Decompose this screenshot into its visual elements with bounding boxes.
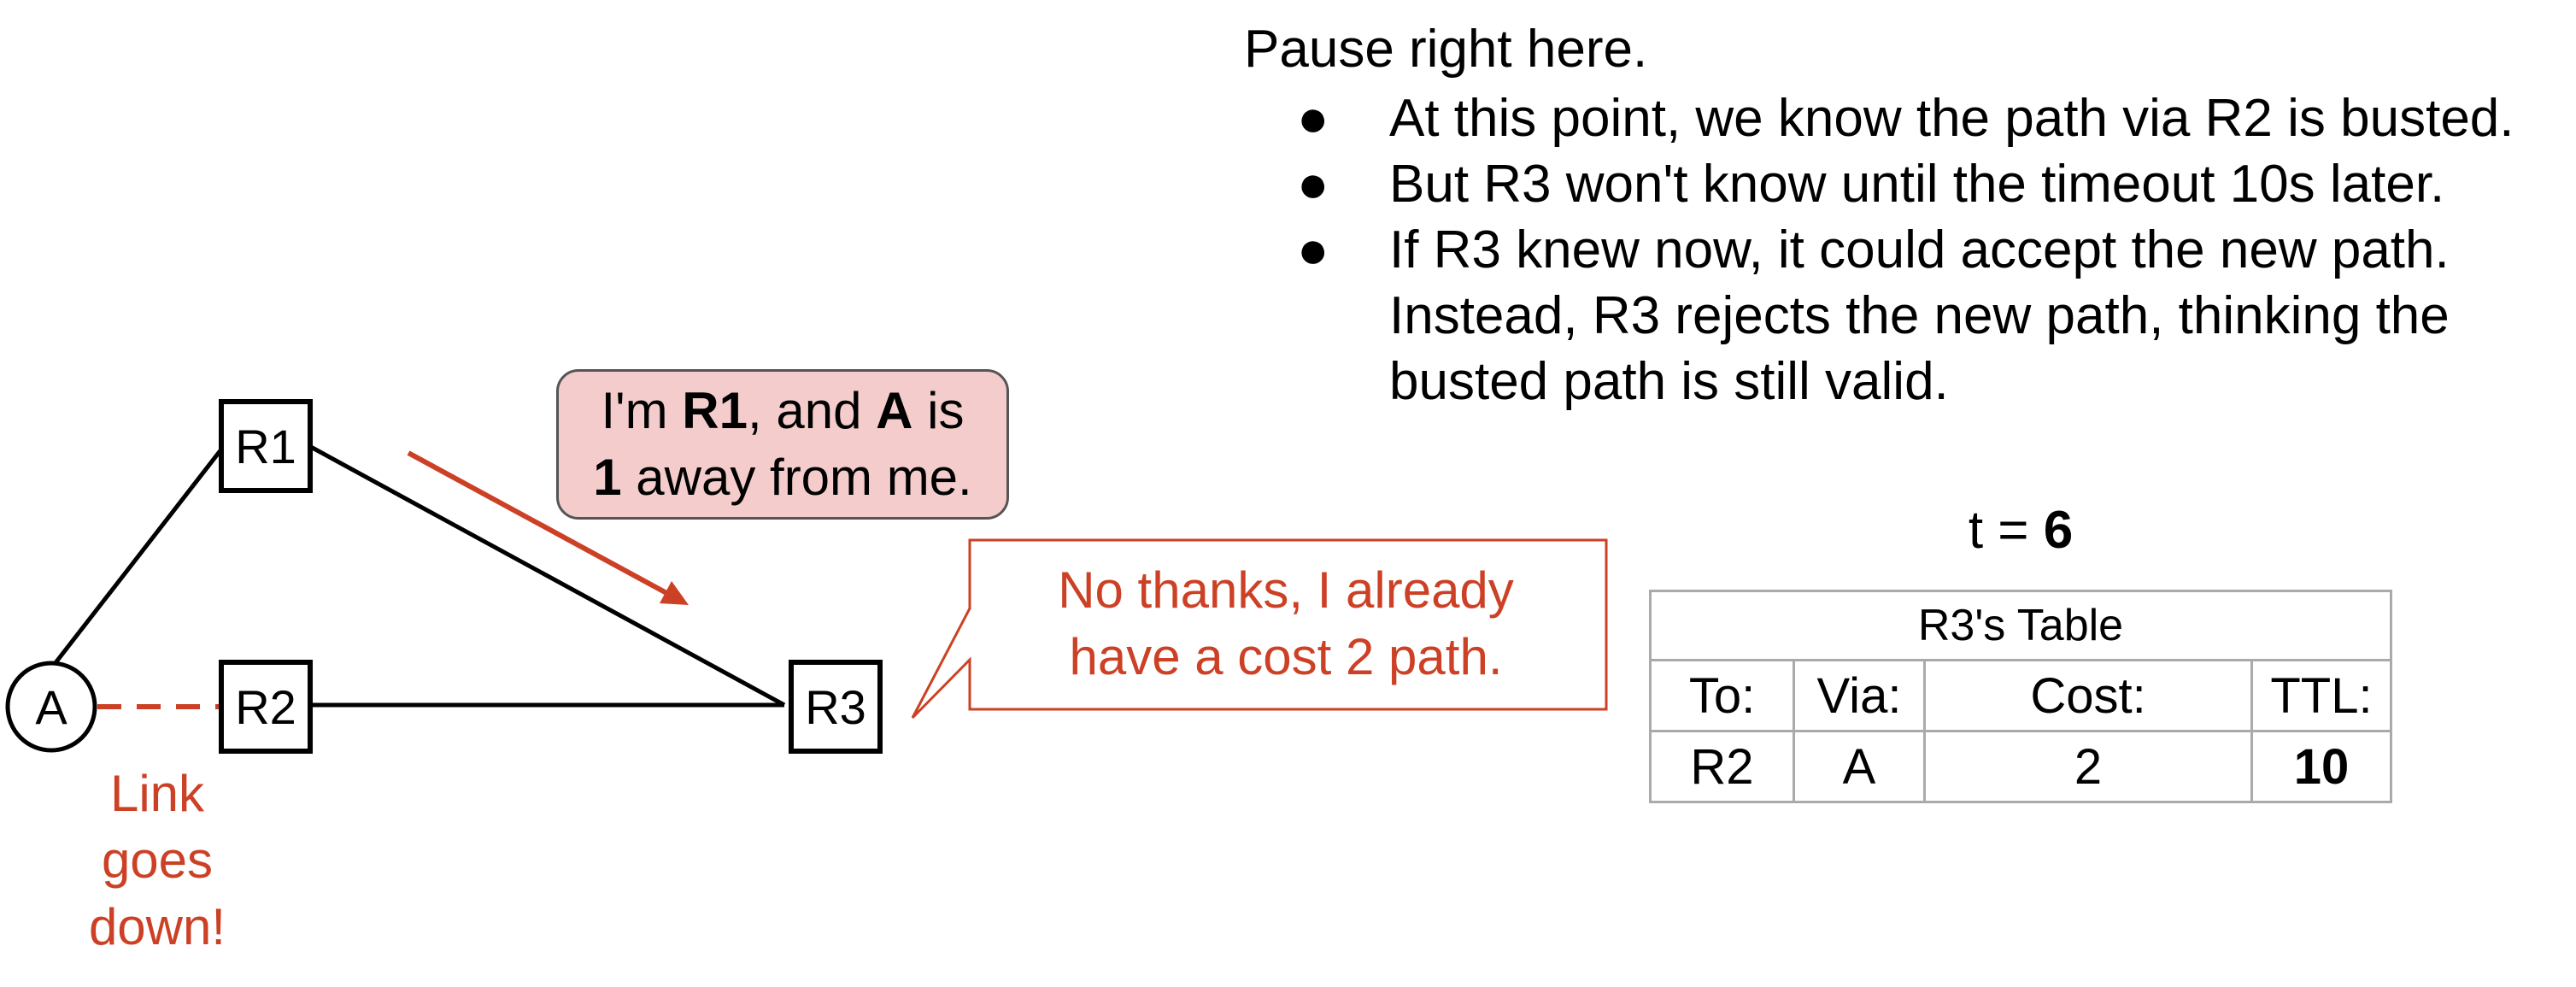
r3-reply-text: No thanks, I already have a cost 2 path. <box>970 557 1602 690</box>
node-r2: R2 <box>219 660 313 754</box>
note-item: ● At this point, we know the path via R2… <box>1244 85 2514 151</box>
link-a-r1 <box>50 444 226 670</box>
header-via: Via: <box>1793 659 1926 732</box>
node-a-label: A <box>35 680 67 734</box>
cell-to: R2 <box>1649 730 1795 803</box>
bullet-icon: ● <box>1297 89 1329 148</box>
r3-reply-bubble <box>911 538 1608 720</box>
cell-ttl: 10 <box>2250 730 2392 803</box>
r1-advertisement-bubble: I'm R1, and A is 1 away from me. <box>556 369 1009 520</box>
header-cost: Cost: <box>1923 659 2253 732</box>
table-caption: R3's Table <box>1649 590 2392 661</box>
notes-list: ● At this point, we know the path via R2… <box>1244 85 2514 414</box>
notes-heading: Pause right here. <box>1244 20 1648 79</box>
header-ttl: TTL: <box>2250 659 2392 732</box>
bullet-icon: ● <box>1297 155 1329 214</box>
cell-via: A <box>1793 730 1926 803</box>
link-down-line-2: goes <box>101 831 214 889</box>
header-to: To: <box>1649 659 1795 732</box>
bullet-icon: ● <box>1297 220 1329 279</box>
r1-bubble-line-2: 1 away from me. <box>593 449 972 506</box>
node-r2-label: R2 <box>235 680 296 734</box>
r3-reply-line-2: have a cost 2 path. <box>1069 628 1503 685</box>
link-r1-r3 <box>308 444 786 708</box>
cell-cost: 2 <box>1923 730 2253 803</box>
r3-reply-line-1: No thanks, I already <box>1058 561 1514 619</box>
node-r1-label: R1 <box>235 420 296 473</box>
message-arrow <box>407 450 670 596</box>
table-header-row: To: Via: Cost: TTL: <box>1649 659 2392 732</box>
node-r1: R1 <box>219 399 313 493</box>
link-down-label: Link goes down! <box>72 761 243 961</box>
note-item: ● But R3 won't know until the timeout 10… <box>1244 151 2514 217</box>
node-a: A <box>5 661 97 753</box>
table-row: R2 A 2 10 <box>1649 730 2392 803</box>
r3-routing-table: R3's Table To: Via: Cost: TTL: R2 A 2 10 <box>1649 590 2392 803</box>
link-down-line-3: down! <box>88 898 226 955</box>
time-label: t = 6 <box>1968 501 2074 560</box>
note-item: ● If R3 knew now, it could accept the ne… <box>1244 217 2514 414</box>
node-r3-label: R3 <box>805 680 866 734</box>
message-arrowhead <box>660 581 689 605</box>
r1-bubble-line-1: I'm R1, and A is <box>601 382 965 439</box>
node-r3: R3 <box>789 660 883 754</box>
link-down-line-1: Link <box>109 765 205 822</box>
